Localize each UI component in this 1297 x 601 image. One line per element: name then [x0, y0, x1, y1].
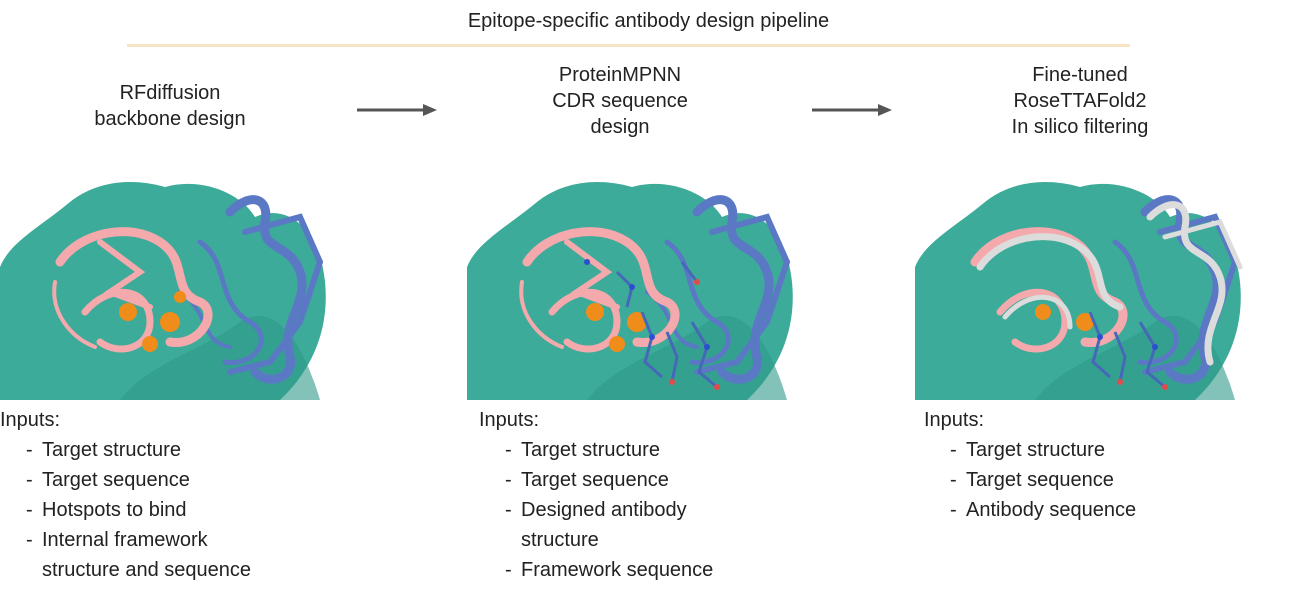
input-item: -Target structure [505, 439, 660, 461]
input-item: -Hotspots to bind [26, 499, 187, 521]
input-item: -Target sequence [950, 469, 1114, 491]
designed-binder-ribbon [519, 227, 680, 353]
refolded-model-ribbon [976, 201, 1243, 366]
designed-binder-ribbon [52, 227, 213, 353]
structure-panel-rosettafold2 [915, 172, 1293, 400]
arrow-right-icon [357, 104, 437, 116]
input-item: -Antibody sequence [950, 499, 1137, 521]
cdr-side-chains [1088, 311, 1166, 389]
input-item: -Internal framework structure and sequen… [26, 529, 252, 581]
stage-2-title: ProteinMPNN CDR sequence design [552, 64, 688, 138]
input-item: -Target sequence [26, 469, 190, 491]
inputs-heading: Inputs: [0, 409, 61, 431]
structure-panel-rfdiffusion [0, 172, 378, 400]
hotspot-residues [1035, 304, 1094, 331]
input-item: -Target sequence [505, 469, 669, 491]
stage-3-title: Fine-tuned RoseTTAFold2 In silico filter… [1011, 64, 1149, 138]
input-item: -Target structure [26, 439, 181, 461]
stage-1-inputs: Inputs: -Target structure -Target sequen… [0, 405, 330, 585]
hotspot-residues [586, 303, 647, 352]
input-item: -Target structure [950, 439, 1105, 461]
inputs-heading: Inputs: [479, 409, 540, 431]
inputs-heading: Inputs: [924, 409, 985, 431]
input-item: -Framework sequence [505, 559, 714, 581]
stage-2-inputs: Inputs: -Target structure -Target sequen… [479, 405, 809, 585]
stage-1-title: RFdiffusion backbone design [94, 82, 246, 130]
title-divider [127, 44, 1130, 47]
input-item: -Designed antibody structure [505, 499, 687, 551]
arrow-right-icon [812, 104, 892, 116]
figure-title: Epitope-specific antibody design pipelin… [467, 10, 830, 32]
side-chain-atoms [1097, 334, 1168, 390]
side-chain-atoms [584, 259, 720, 390]
structure-panel-proteinmpnn [467, 172, 845, 400]
stage-3-inputs: Inputs: -Target structure -Target sequen… [924, 405, 1254, 525]
hotspot-residues [119, 291, 186, 352]
